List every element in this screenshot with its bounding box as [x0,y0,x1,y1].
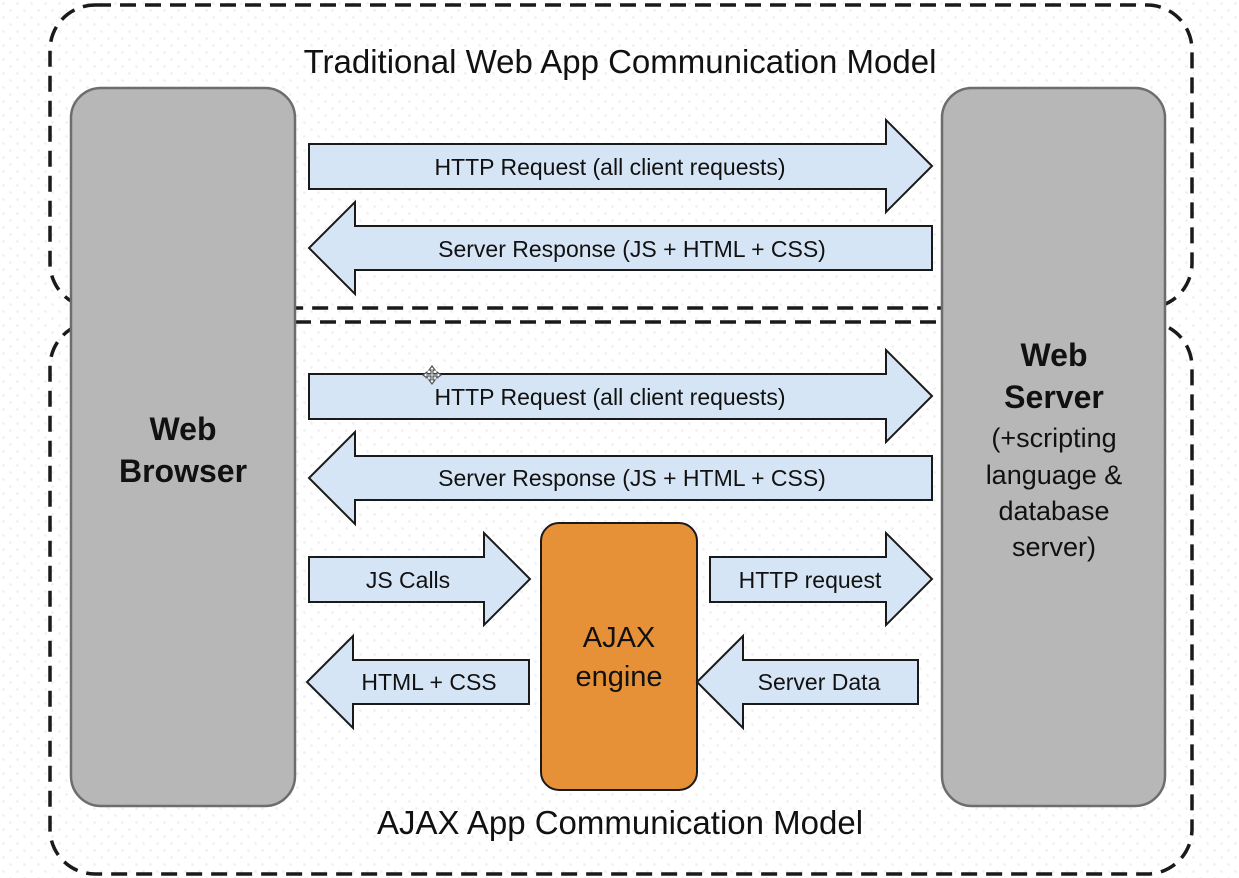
web-server-title-line1: Web [1021,337,1088,373]
traditional-response-label: Server Response (JS + HTML + CSS) [438,236,826,262]
web-browser-column [69,86,297,808]
ajax-request-label: HTTP Request (all client requests) [434,384,785,410]
ajax-engine-title-line1: AJAX [583,622,656,654]
html-css-arrow [305,633,530,731]
server-data-label: Server Data [758,669,881,695]
ajax-engine-box [540,522,698,791]
http-request-label: HTTP request [739,567,882,593]
traditional-request-arrow [308,117,934,215]
web-server-column [940,86,1167,808]
js-calls-arrow [308,530,532,628]
web-server-detail-line: database [998,496,1109,526]
ajax-model-frame [48,320,1194,876]
traditional-model-title: Traditional Web App Communication Model [304,43,937,80]
ajax-engine-title-line2: engine [575,661,662,693]
web-server-title-line2: Server [1004,379,1104,415]
js-calls-label: JS Calls [366,567,450,593]
traditional-response-arrow [307,199,933,297]
traditional-request-label: HTTP Request (all client requests) [434,154,785,180]
web-browser-title-line2: Browser [119,453,247,489]
server-data-arrow [695,633,919,731]
ajax-response-label: Server Response (JS + HTML + CSS) [438,465,826,491]
html-css-label: HTML + CSS [361,669,496,695]
web-server-detail-line: server) [1012,532,1096,562]
traditional-model-frame [48,3,1194,310]
ajax-request-arrow [308,347,934,445]
web-server-detail-line: (+scripting [991,423,1116,453]
web-server-detail-line: language & [986,460,1123,490]
ajax-response-arrow [307,429,933,527]
move-cursor-icon [422,365,442,385]
http-request-arrow [709,530,934,628]
ajax-model-title: AJAX App Communication Model [377,804,863,841]
web-browser-title-line1: Web [150,411,217,447]
